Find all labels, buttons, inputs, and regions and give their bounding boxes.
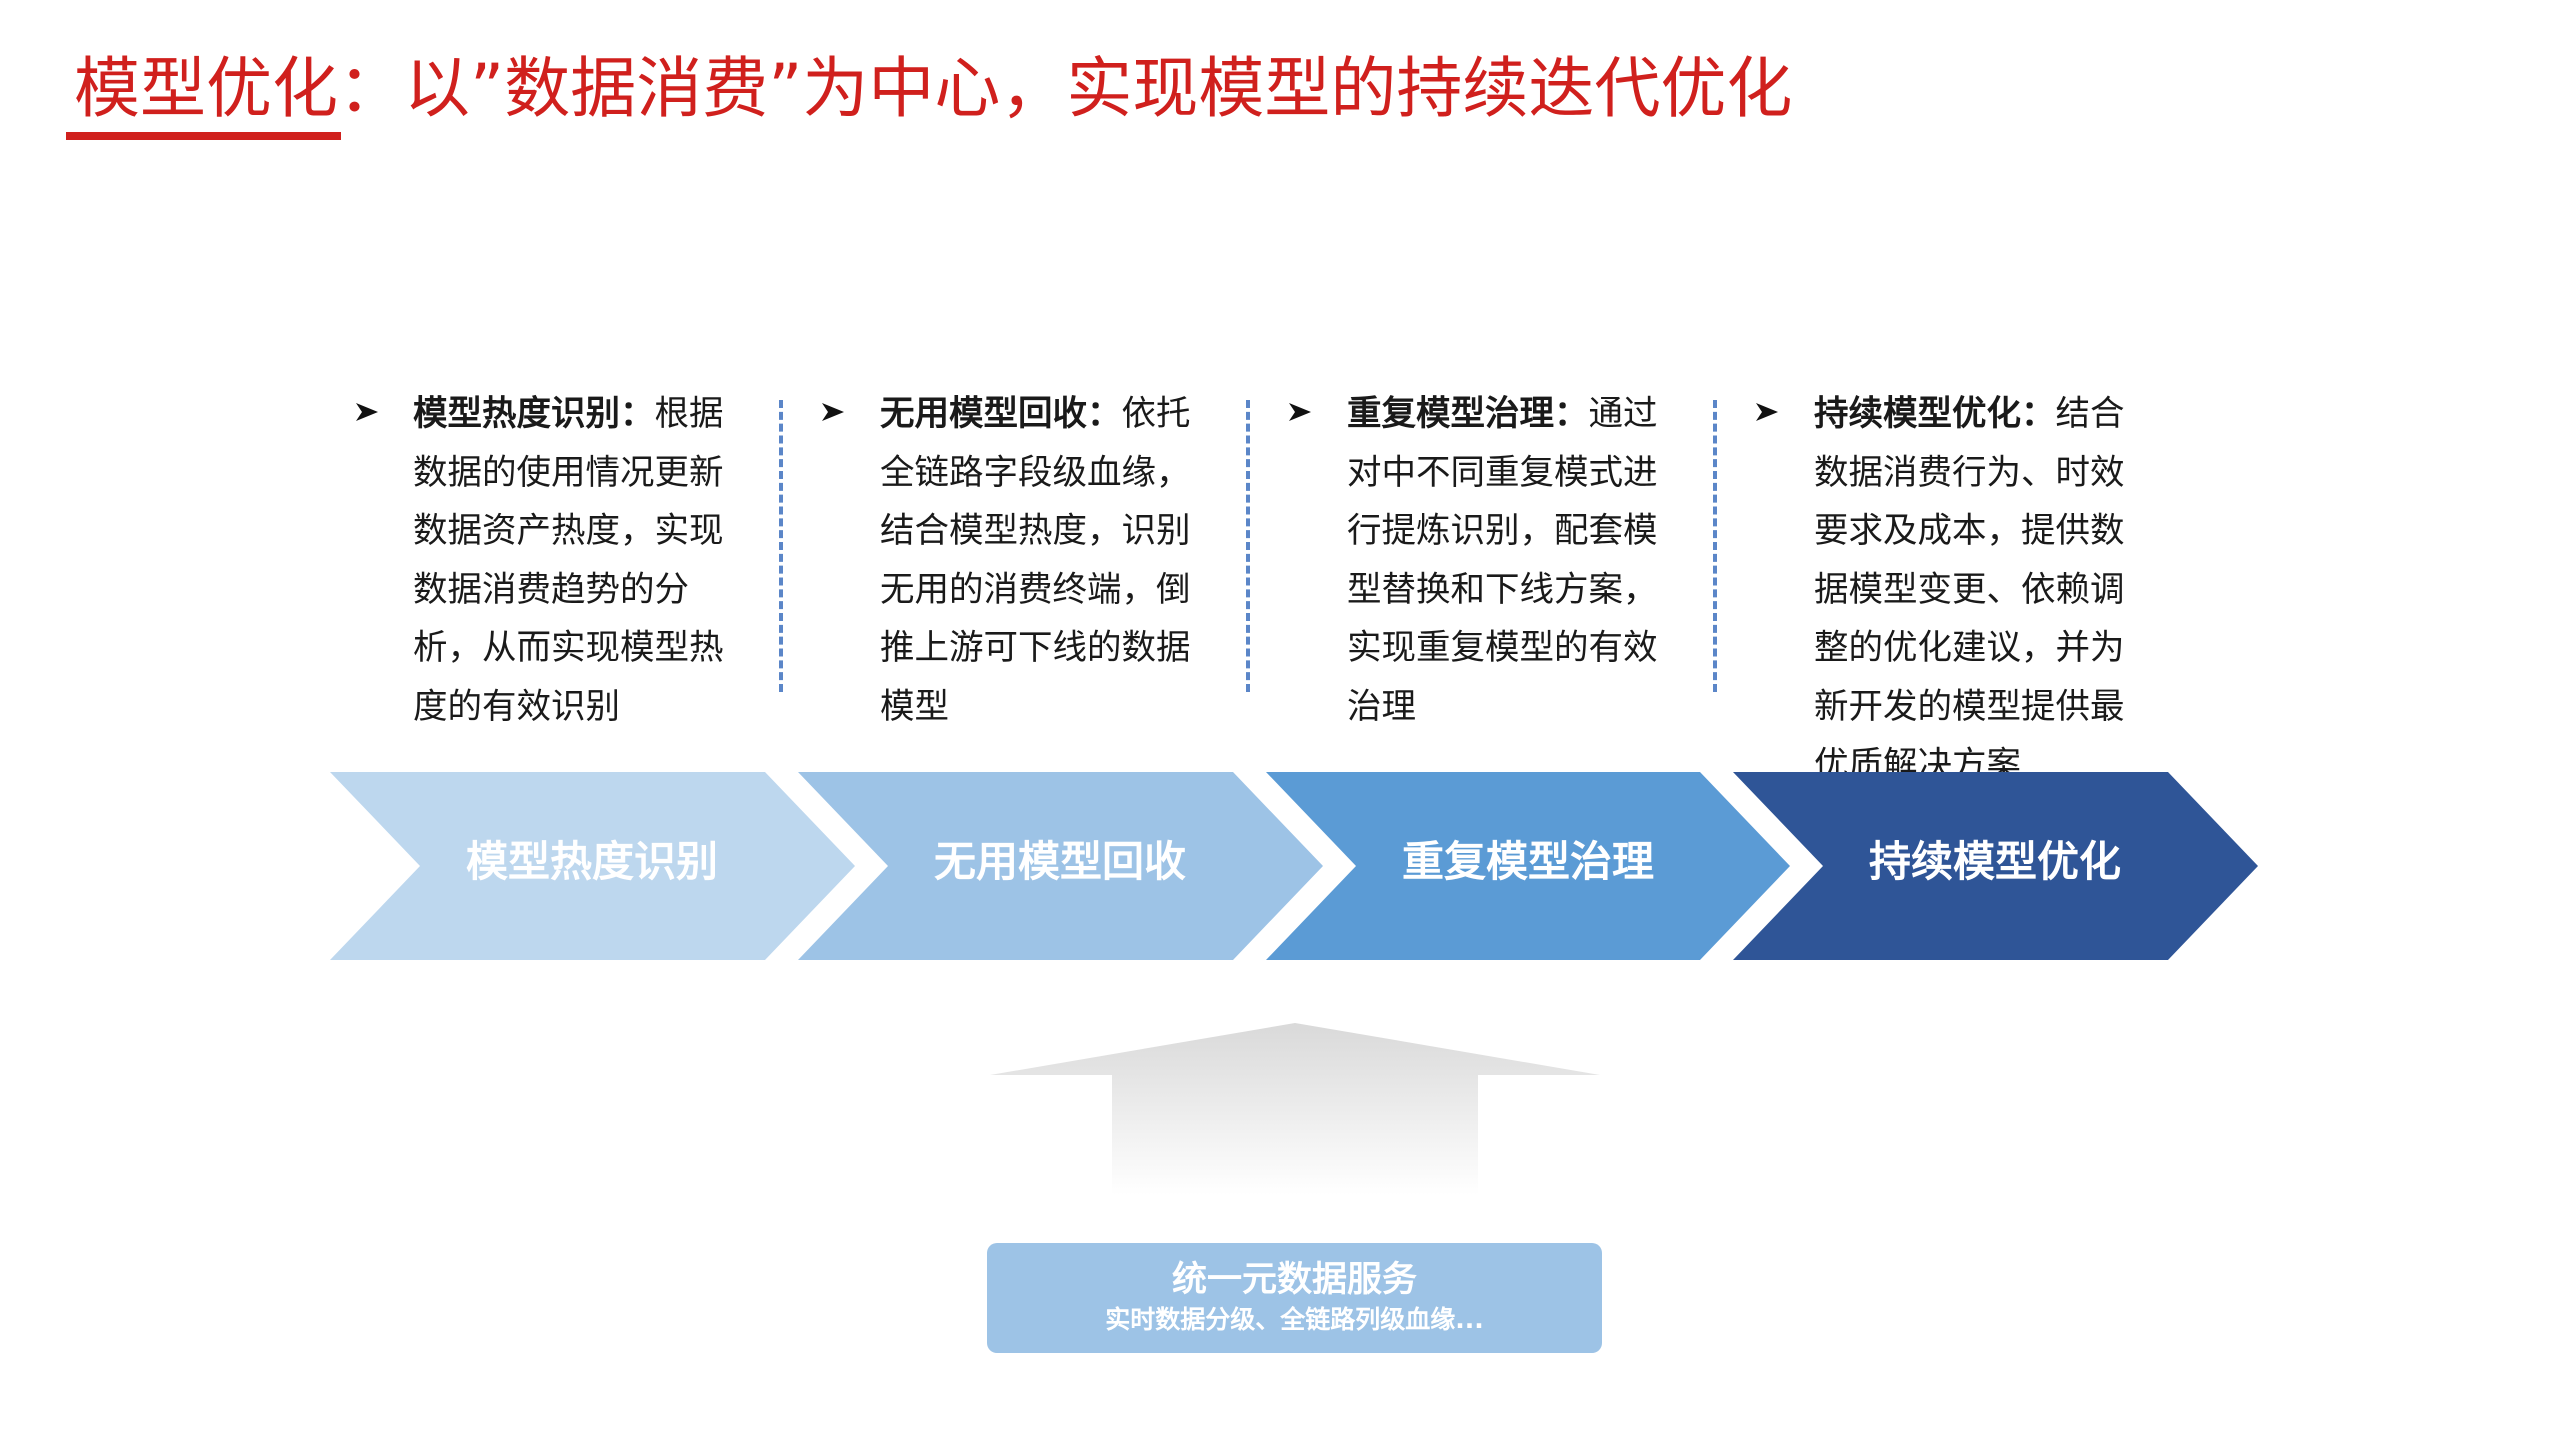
- column-divider: [779, 400, 783, 692]
- description-heading: 持续模型优化: [1814, 394, 2021, 434]
- metadata-service-subtitle: 实时数据分级、全链路列级血缘...: [1105, 1305, 1484, 1334]
- title-underline: [66, 132, 341, 140]
- arrow-bullet-icon: [1756, 403, 1778, 421]
- description-text: 依托全链路字段级血缘，结合模型热度，识别无用的消费终端，倒推上游可下线的数据模型: [880, 394, 1191, 727]
- description-text: 根据数据的使用情况更新数据资产热度，实现数据消费趋势的分析，从而实现模型热度的有…: [413, 394, 724, 727]
- arrow-bullet-icon: [822, 403, 844, 421]
- stage-label-3: 重复模型治理: [1401, 837, 1654, 886]
- description-text: 通过对中不同重复模式进行提炼识别，配套模型替换和下线方案，实现重复模型的有效治理: [1347, 394, 1658, 727]
- description-heading: 模型热度识别: [413, 394, 620, 434]
- metadata-service-box: 统一元数据服务 实时数据分级、全链路列级血缘...: [987, 1243, 1602, 1353]
- description-model-heat: 模型热度识别：根据数据的使用情况更新数据资产热度，实现数据消费趋势的分析，从而实…: [413, 394, 724, 727]
- stage-chevron-2: [798, 772, 1323, 960]
- arrow-bullet-icon: [1289, 403, 1311, 421]
- stage-chevron-1: [330, 772, 855, 960]
- description-duplicate-model: 重复模型治理：通过对中不同重复模式进行提炼识别，配套模型替换和下线方案，实现重复…: [1347, 394, 1658, 727]
- description-unused-model: 无用模型回收：依托全链路字段级血缘，结合模型热度，识别无用的消费终端，倒推上游可…: [880, 394, 1191, 727]
- stage-chevron-3: [1266, 772, 1790, 960]
- stage-chevron-4: [1733, 772, 2258, 960]
- page-title: 模型优化：以”数据消费”为中心，实现模型的持续迭代优化: [74, 50, 1793, 127]
- description-heading: 重复模型治理: [1347, 394, 1554, 434]
- arrow-bullet-icon: [356, 403, 378, 421]
- column-divider: [1713, 400, 1717, 692]
- metadata-service-title: 统一元数据服务: [1171, 1260, 1417, 1300]
- stage-label-4: 持续模型优化: [1868, 837, 2121, 886]
- description-heading: 无用模型回收: [880, 394, 1087, 434]
- stage-label-1: 模型热度识别: [465, 837, 718, 886]
- description-text: 结合数据消费行为、时效要求及成本，提供数据模型变更、依赖调整的优化建议，并为新开…: [1814, 394, 2125, 785]
- stage-label-2: 无用模型回收: [933, 837, 1186, 886]
- description-continuous-optimization: 持续模型优化：结合数据消费行为、时效要求及成本，提供数据模型变更、依赖调整的优化…: [1814, 394, 2125, 785]
- upward-arrow: [990, 1023, 1600, 1195]
- column-divider: [1246, 400, 1250, 692]
